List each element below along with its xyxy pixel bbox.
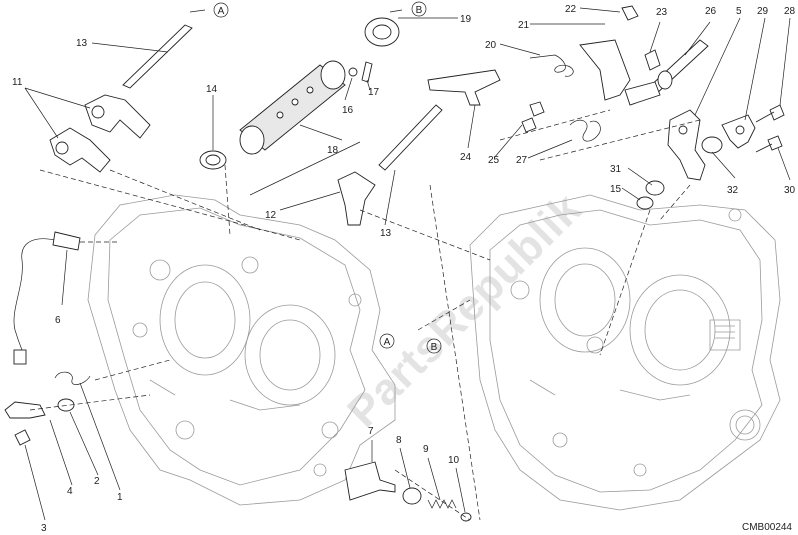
- part-22: [621, 5, 639, 21]
- svg-text:B: B: [416, 5, 423, 16]
- callout-24: 24: [460, 152, 472, 163]
- svg-text:A: A: [384, 337, 391, 348]
- screw-25: [521, 101, 545, 133]
- callout-12: 12: [265, 210, 277, 221]
- callout-8: 8: [396, 435, 402, 446]
- ref-marker-a-top: A: [213, 2, 229, 18]
- callout-13-upper: 13: [76, 38, 88, 49]
- spring-27: [569, 119, 601, 142]
- callout-32: 32: [727, 185, 739, 196]
- right-crankcase: [469, 194, 781, 511]
- plate-5: [667, 109, 706, 181]
- callout-25: 25: [488, 155, 500, 166]
- pin-16: [348, 67, 358, 77]
- spring-9: [427, 499, 457, 509]
- washer-8: [402, 487, 422, 505]
- callout-3: 3: [41, 523, 47, 534]
- fork-shaft-lower: [378, 104, 443, 171]
- ref-marker-a-mid: A: [379, 333, 395, 349]
- callout-28: 28: [784, 6, 796, 17]
- callout-29: 29: [757, 6, 769, 17]
- bolt-23: [644, 49, 661, 71]
- callout-23: 23: [656, 7, 668, 18]
- callout-10: 10: [448, 455, 460, 466]
- callout-labels: 1 2 3 4 5 6 7 8 9 10 11 12 13 13 14 15 1…: [12, 4, 796, 534]
- callout-2: 2: [94, 476, 100, 487]
- shift-fork-12: [337, 171, 376, 226]
- bolt-28: [755, 104, 785, 123]
- pin-17: [361, 61, 373, 83]
- fork-shaft-upper: [122, 24, 193, 89]
- selector-drum: [239, 60, 361, 196]
- shift-shaft-26: [624, 39, 709, 106]
- lever-4: [4, 401, 46, 419]
- ratchet-21: [579, 39, 631, 101]
- callout-30: 30: [784, 185, 796, 196]
- callout-21: 21: [518, 20, 530, 31]
- neutral-sensor-6: [13, 231, 81, 365]
- spring-1: [54, 371, 91, 385]
- screw-3: [14, 429, 31, 446]
- callout-19: 19: [460, 14, 472, 25]
- clip-15: [636, 196, 654, 210]
- callout-7: 7: [368, 426, 374, 437]
- washer-32: [701, 136, 723, 154]
- callout-18: 18: [327, 145, 339, 156]
- callout-27: 27: [516, 155, 528, 166]
- watermark: PartsRepublik: [338, 184, 591, 437]
- leader-lines: [24, 7, 791, 521]
- callout-22: 22: [565, 4, 577, 15]
- lever-24: [427, 69, 501, 106]
- callout-5: 5: [736, 6, 742, 17]
- callout-11: 11: [12, 77, 23, 88]
- ref-marker-b-top: B: [411, 1, 427, 17]
- callout-4: 4: [67, 486, 73, 497]
- callout-9: 9: [423, 444, 429, 455]
- shift-forks: [49, 94, 151, 173]
- bolt-30: [755, 135, 783, 153]
- washer-31: [645, 180, 665, 196]
- plunger-7: [344, 461, 396, 501]
- dashed-assembly-lines: [29, 109, 701, 521]
- ref-marker-b-mid: B: [426, 338, 442, 354]
- callout-14: 14: [206, 84, 218, 95]
- callout-6: 6: [55, 315, 61, 326]
- spring-20: [529, 54, 574, 77]
- washer-2: [57, 398, 75, 412]
- callout-16: 16: [342, 105, 354, 116]
- callout-26: 26: [705, 6, 717, 17]
- svg-text:A: A: [218, 6, 225, 17]
- callout-17: 17: [368, 87, 380, 98]
- callout-15: 15: [610, 184, 622, 195]
- left-crankcase: [87, 194, 396, 506]
- callout-1: 1: [117, 492, 123, 503]
- callout-20: 20: [485, 40, 497, 51]
- svg-text:B: B: [431, 342, 438, 353]
- callout-31: 31: [610, 164, 622, 175]
- diagram-code: CMB00244: [742, 522, 792, 533]
- callout-13-lower: 13: [380, 228, 392, 239]
